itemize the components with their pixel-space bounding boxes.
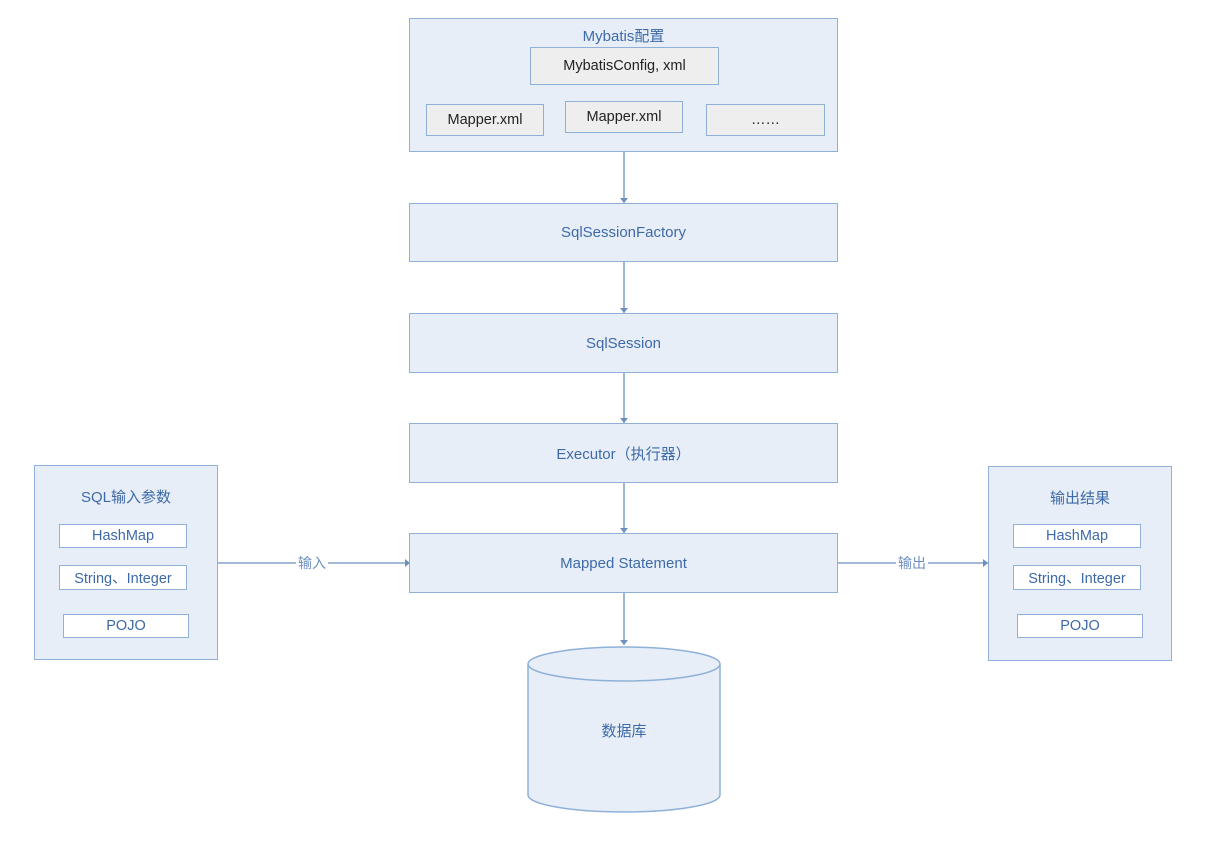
executor-box: Executor（执行器） [409, 423, 838, 483]
mapper-file-1: Mapper.xml [426, 104, 544, 136]
mybatis-config-box: Mybatis配置 MybatisConfig, xml Mapper.xml … [409, 18, 838, 152]
arrowhead [620, 640, 628, 645]
arrowhead [620, 528, 628, 533]
output-item-pojo: POJO [1017, 614, 1143, 638]
config-title: Mybatis配置 [582, 28, 665, 45]
edge-input-label: 输入 [296, 555, 328, 571]
arrowhead [620, 198, 628, 203]
edge-output-label: 输出 [896, 555, 928, 571]
arrowhead [620, 418, 628, 423]
arrowhead [620, 308, 628, 313]
sqlsessionfactory-box: SqlSessionFactory [409, 203, 838, 262]
arrowhead [405, 559, 410, 567]
input-panel-title: SQL输入参数 [80, 489, 171, 506]
input-item-pojo: POJO [63, 614, 189, 638]
mapped-statement-box: Mapped Statement [409, 533, 838, 593]
output-results-panel: 输出结果 HashMap String、Integer POJO [988, 466, 1172, 661]
database-label: 数据库 [601, 723, 647, 740]
sql-input-params-panel: SQL输入参数 HashMap String、Integer POJO [34, 465, 218, 660]
output-panel-title: 输出结果 [1049, 490, 1110, 507]
arrowhead [983, 559, 988, 567]
input-item-string-integer: String、Integer [59, 565, 187, 590]
config-main-file: MybatisConfig, xml [530, 47, 719, 85]
input-item-hashmap: HashMap [59, 524, 187, 548]
output-item-string-integer: String、Integer [1013, 565, 1141, 590]
database-cylinder [527, 646, 721, 813]
mapper-file-more: …… [706, 104, 825, 136]
sqlsession-box: SqlSession [409, 313, 838, 373]
output-item-hashmap: HashMap [1013, 524, 1141, 548]
mapper-file-2: Mapper.xml [565, 101, 683, 133]
